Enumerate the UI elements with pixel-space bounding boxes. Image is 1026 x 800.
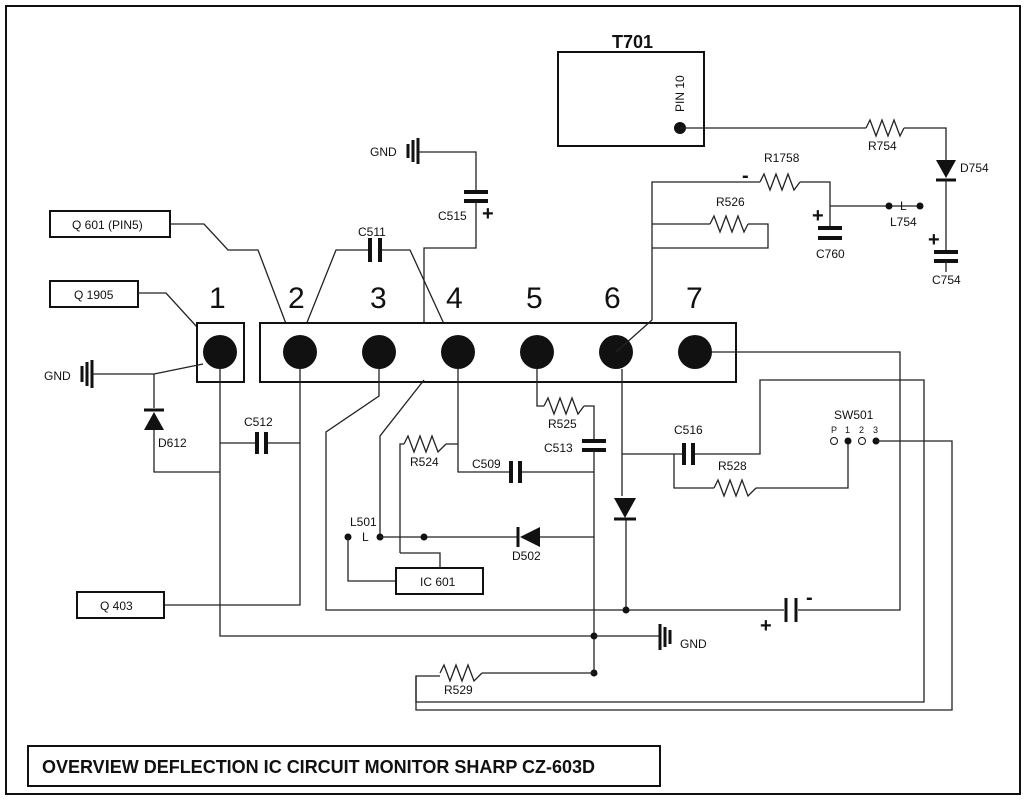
c509-label: C509 bbox=[472, 457, 501, 471]
gnd-label-top: GND bbox=[370, 145, 397, 159]
svg-text:3: 3 bbox=[873, 425, 878, 435]
c515-label: C515 bbox=[438, 209, 467, 223]
svg-text:L: L bbox=[362, 530, 369, 544]
switch-contact-p bbox=[830, 437, 838, 445]
ic-pin-7 bbox=[678, 335, 712, 369]
resistor-r1758 bbox=[759, 172, 801, 192]
l754-label: L754 bbox=[890, 215, 917, 229]
ic-pin-3 bbox=[362, 335, 396, 369]
ic-body bbox=[259, 322, 737, 383]
pin-number-2: 2 bbox=[288, 282, 305, 315]
svg-text:P: P bbox=[831, 425, 837, 435]
c512-label: C512 bbox=[244, 415, 273, 429]
ic601-label: IC 601 bbox=[420, 575, 456, 589]
diode-pin6 bbox=[614, 498, 636, 518]
r528-label: R528 bbox=[718, 459, 747, 473]
resistor-r526 bbox=[709, 214, 749, 234]
l501-label: L501 bbox=[350, 515, 377, 529]
resistor-r754 bbox=[865, 118, 905, 138]
c760-label: C760 bbox=[816, 247, 845, 261]
pin-number-4: 4 bbox=[446, 282, 463, 315]
d502-label: D502 bbox=[512, 549, 541, 563]
pin-number-3: 3 bbox=[370, 282, 387, 315]
svg-text:+: + bbox=[928, 229, 940, 251]
r525-label: R525 bbox=[548, 417, 577, 431]
r526-label: R526 bbox=[716, 195, 745, 209]
pin-number-7: 7 bbox=[686, 282, 703, 315]
wire-q601 bbox=[170, 223, 297, 351]
sw501-label: SW501 bbox=[834, 408, 874, 422]
diode-d754 bbox=[936, 160, 956, 178]
resistor-r524 bbox=[403, 434, 447, 454]
resistor-r525 bbox=[543, 396, 585, 416]
transformer-pin-label: PIN 10 bbox=[673, 75, 687, 112]
r524-label: R524 bbox=[410, 455, 439, 469]
q601-label: Q 601 (PIN5) bbox=[72, 218, 143, 232]
svg-text:-: - bbox=[742, 165, 749, 187]
diode-d502 bbox=[520, 527, 540, 547]
connector-q1905 bbox=[49, 280, 139, 308]
c513-label: C513 bbox=[544, 441, 573, 455]
gnd-label-left: GND bbox=[44, 369, 71, 383]
svg-text:2: 2 bbox=[859, 425, 864, 435]
svg-text:1: 1 bbox=[845, 425, 850, 435]
c516-label: C516 bbox=[674, 423, 703, 437]
svg-text:-: - bbox=[806, 587, 813, 609]
connector-ic601 bbox=[395, 567, 484, 595]
d754-label: D754 bbox=[960, 161, 989, 175]
ic-pin-2 bbox=[283, 335, 317, 369]
title-box bbox=[27, 745, 661, 787]
wire-r1758 bbox=[651, 181, 831, 320]
r529-label: R529 bbox=[444, 683, 473, 697]
pin-number-6: 6 bbox=[604, 282, 621, 315]
connector-q403 bbox=[76, 591, 165, 619]
switch-contact-2 bbox=[858, 437, 866, 445]
svg-text:+: + bbox=[812, 205, 824, 227]
q1905-label: Q 1905 bbox=[74, 288, 114, 302]
r1758-label: R1758 bbox=[764, 151, 800, 165]
wire-t701 bbox=[680, 127, 947, 160]
d612-label: D612 bbox=[158, 436, 187, 450]
ic-pin-5 bbox=[520, 335, 554, 369]
c511-label: C511 bbox=[358, 225, 386, 239]
svg-text:+: + bbox=[482, 203, 494, 225]
gnd-label-bottom: GND bbox=[680, 637, 707, 651]
resistor-r529 bbox=[439, 663, 483, 683]
transformer-label: T701 bbox=[612, 32, 653, 52]
pin-number-1: 1 bbox=[209, 282, 226, 315]
q403-label: Q 403 bbox=[100, 599, 133, 613]
c754-label: C754 bbox=[932, 273, 961, 287]
svg-text:+: + bbox=[760, 615, 772, 637]
resistor-r528 bbox=[713, 478, 757, 498]
pin-number-5: 5 bbox=[526, 282, 543, 315]
switch-contact-1 bbox=[844, 437, 852, 445]
ic-pin-4 bbox=[441, 335, 475, 369]
ic-pin-1 bbox=[203, 335, 237, 369]
r754-label: R754 bbox=[868, 139, 897, 153]
frame bbox=[5, 5, 1021, 795]
diagram-title: OVERVIEW DEFLECTION IC CIRCUIT MONITOR S… bbox=[42, 757, 595, 777]
wire-r526 bbox=[652, 223, 769, 249]
wire-c511 bbox=[295, 249, 457, 351]
svg-text:L: L bbox=[900, 199, 907, 213]
